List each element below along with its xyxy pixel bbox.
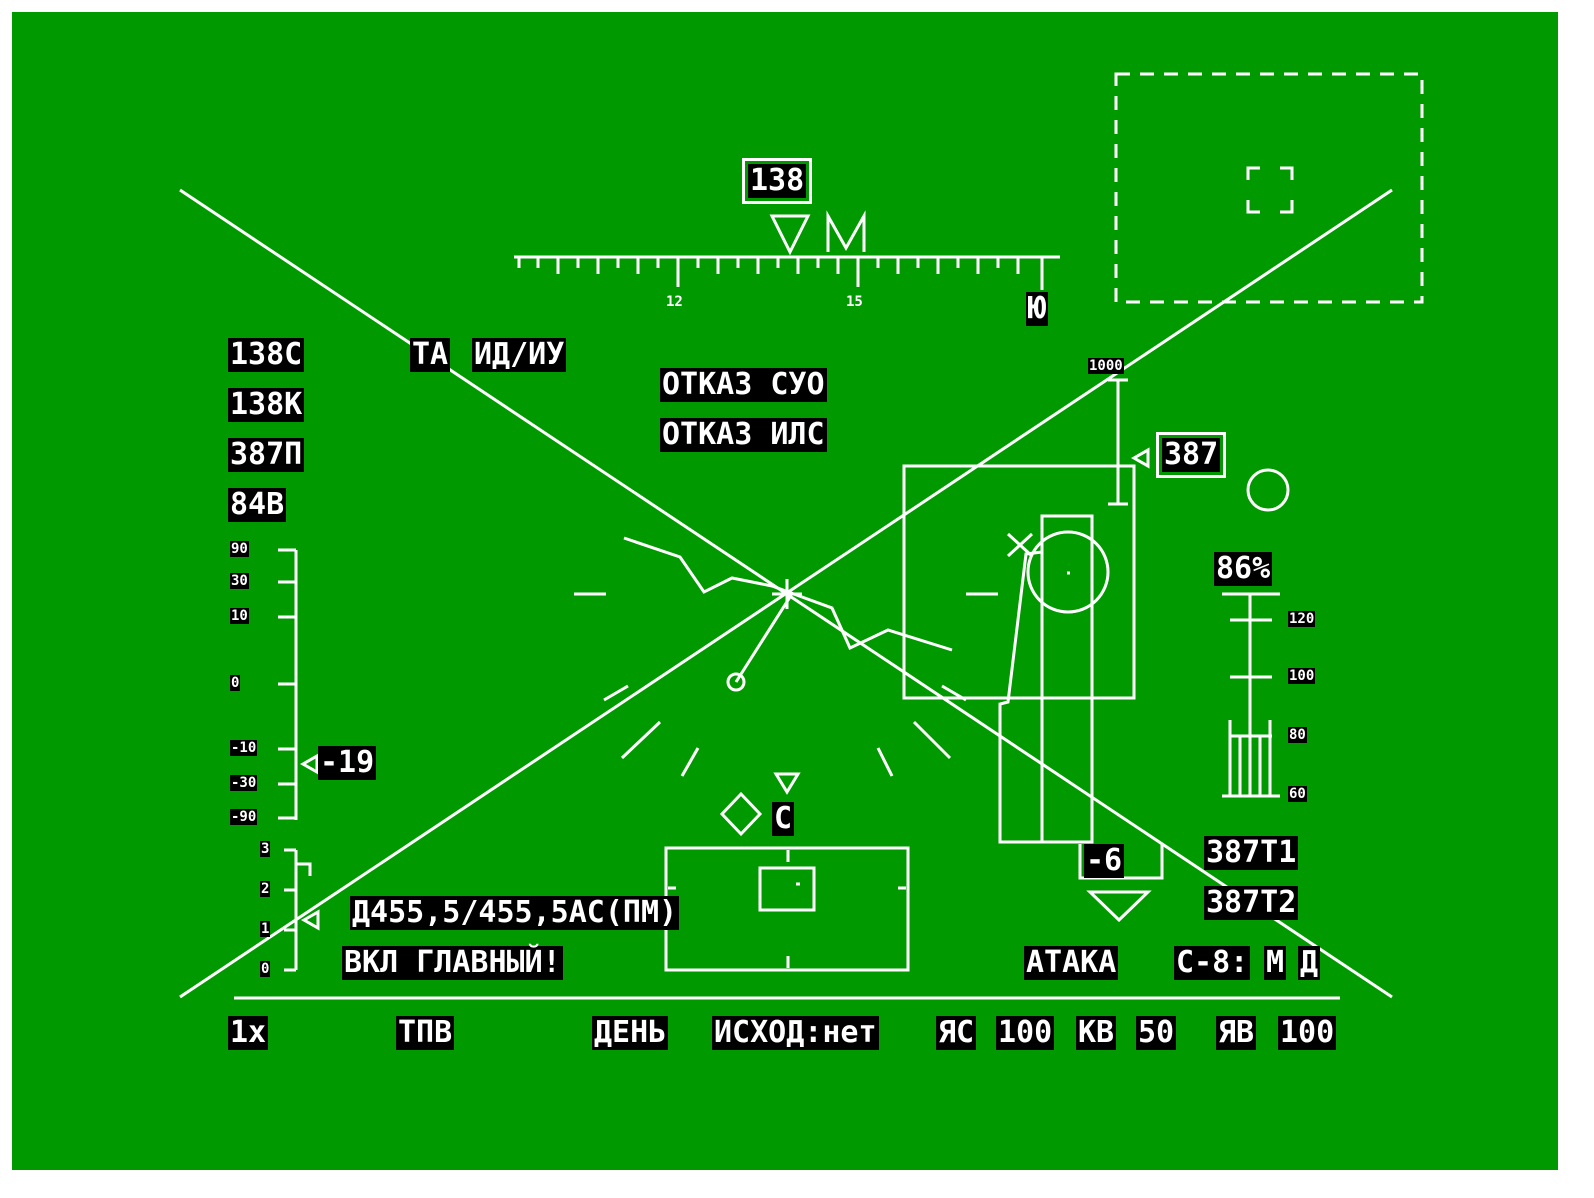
weapon-name: С-8: [1174,945,1251,980]
mode-id: ИД/ИУ [472,337,567,372]
pitch-tick: 10 [230,608,249,624]
heading-cardinal: Ю [1026,291,1049,326]
range-bottom-value: -6 [1084,843,1125,878]
status-tpv: ТПВ [396,1015,455,1050]
range-circle-icon [1246,468,1290,512]
g-tick: 3 [260,841,271,857]
target-circle [1026,530,1110,614]
pitch-pointer-icon [299,753,319,775]
status-day: ДЕНЬ [592,1015,669,1050]
terrain-line-left [623,536,803,599]
left-value-4: 84В [228,487,287,522]
hud-screen: 138 12 15 Ю 138С 138К 387П 84В ТА ИД/ИУ … [12,12,1558,1170]
status-ishod: ИСХОД:нет [712,1015,879,1050]
main-switch-warning: ВКЛ ГЛАВНЫЙ! [342,945,563,980]
left-value-2: 138К [228,387,305,422]
heading-pointer-icon [769,214,811,256]
range-scale-top: 1000 [1088,358,1124,374]
terrain-line-right [801,595,953,652]
weapon-d: Д [1298,945,1321,980]
dashed-window [1114,72,1424,304]
range-pointer-icon [1130,447,1150,469]
status-yav-value: 100 [1278,1015,1337,1050]
status-kv: КВ [1076,1015,1117,1050]
left-value-1: 138С [228,337,305,372]
pitch-value: -19 [318,745,377,780]
heading-tick-12: 12 [666,294,683,310]
pitch-tick: -10 [230,740,258,756]
flight-path-marker-icon [726,672,746,692]
magnetic-mark-icon [826,210,866,252]
status-yas-value: 100 [996,1015,1055,1050]
g-tick: 1 [260,921,271,937]
pitch-tick: 30 [230,573,249,589]
target-frame [902,464,1136,700]
status-kv-value: 50 [1136,1015,1177,1050]
hud-graphics [179,72,1424,1000]
mode-ta: ТА [410,337,451,372]
warning-suo: ОТКАЗ СУО [660,367,827,402]
status-zoom: 1x [228,1015,269,1050]
pitch-tick: -90 [230,809,258,825]
throttle-tick: 60 [1288,786,1307,802]
heading-value: 138 [741,158,813,204]
throttle-tick: 80 [1288,727,1307,743]
pitch-tick: 90 [230,541,249,557]
g-pointer-icon [300,909,320,931]
right-value-1: 387Т1 [1204,835,1299,870]
right-value-2: 387Т2 [1204,885,1299,920]
left-value-3: 387П [228,437,305,472]
attack-mode: АТАКА [1024,945,1119,980]
pitch-tick: 0 [230,675,241,691]
pitch-tick: -30 [230,775,258,791]
status-yas: ЯС [936,1015,977,1050]
small-triangle-icon [773,772,801,795]
throttle-percent: 86% [1214,551,1273,586]
throttle-tick: 100 [1288,668,1316,684]
weapon-m: М [1264,945,1287,980]
range-value: 387 [1155,432,1227,478]
diamond-icon [719,791,763,837]
target-marker-letter: С [772,801,795,836]
throttle-tick: 120 [1288,611,1316,627]
range-text: Д455,5/455,5АС(ПМ) [350,895,680,930]
heading-tick-15: 15 [846,294,863,310]
warning-ils: ОТКАЗ ИЛС [660,417,827,452]
g-tick: 2 [260,881,271,897]
status-yav: ЯВ [1216,1015,1257,1050]
g-tick: 0 [260,961,271,977]
bottom-pointer-icon [1086,890,1152,923]
